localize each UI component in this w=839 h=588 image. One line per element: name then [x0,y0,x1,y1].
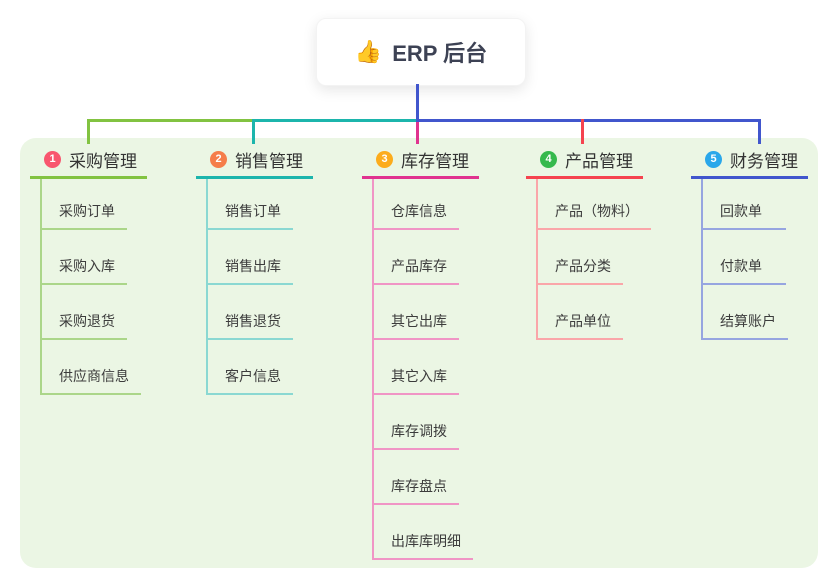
mindmap-leaf-node[interactable]: 产品单位 [538,285,623,340]
branch-items-finance: 回款单付款单结算账户 [701,179,788,340]
mindmap-leaf-node[interactable]: 仓库信息 [374,179,459,230]
mindmap-leaf-node[interactable]: 其它入库 [374,340,459,395]
branch-product: 4 产品管理 产品（物料）产品分类产品单位 [526,147,651,340]
mindmap-leaf-node[interactable]: 采购订单 [42,179,127,230]
branch-purchase: 1 采购管理 采购订单采购入库采购退货供应商信息 [30,147,147,395]
branch-node-product[interactable]: 4 产品管理 [526,147,643,179]
branch-number-badge: 5 [705,150,722,168]
mindmap-leaf-node[interactable]: 产品库存 [374,230,459,285]
root-node[interactable]: 👍 ERP 后台 [316,18,526,86]
mindmap-leaf-node[interactable]: 库存盘点 [374,450,459,505]
connector-drop-branch1 [87,119,90,144]
mindmap-leaf-node[interactable]: 产品分类 [538,230,623,285]
mindmap-leaf-node[interactable]: 采购退货 [42,285,127,340]
connector-drop-branch2 [252,119,255,144]
connector-horizontal-branch5 [416,119,761,122]
mindmap-panel [20,138,818,568]
mindmap-leaf-node[interactable]: 销售出库 [208,230,293,285]
mindmap-leaf-node[interactable]: 产品（物料） [538,179,651,230]
thumbs-up-icon: 👍 [354,39,383,64]
connector-drop-branch3 [416,122,419,144]
branch-title: 库存管理 [401,151,469,171]
connector-drop-branch4 [581,119,584,144]
mindmap-leaf-node[interactable]: 供应商信息 [42,340,141,395]
branch-title: 财务管理 [730,151,798,171]
branch-sales: 2 销售管理 销售订单销售出库销售退货客户信息 [196,147,313,395]
mindmap-leaf-node[interactable]: 客户信息 [208,340,293,395]
mindmap-leaf-node[interactable]: 出库库明细 [374,505,473,560]
branch-title: 销售管理 [235,151,303,171]
branch-finance: 5 财务管理 回款单付款单结算账户 [691,147,808,340]
branch-number-badge: 3 [376,150,393,168]
connector-root-vertical [416,84,419,122]
connector-drop-branch5 [758,119,761,144]
branch-items-inventory: 仓库信息产品库存其它出库其它入库库存调拨库存盘点出库库明细 [372,179,473,560]
mindmap-leaf-node[interactable]: 库存调拨 [374,395,459,450]
branch-items-product: 产品（物料）产品分类产品单位 [536,179,651,340]
branch-node-inventory[interactable]: 3 库存管理 [362,147,479,179]
root-title: ERP 后台 [392,41,488,66]
branch-inventory: 3 库存管理 仓库信息产品库存其它出库其它入库库存调拨库存盘点出库库明细 [362,147,479,560]
mindmap-leaf-node[interactable]: 销售退货 [208,285,293,340]
connector-horizontal-branch2 [254,119,417,122]
branch-number-badge: 4 [540,150,557,168]
connector-horizontal-branch1 [87,119,255,122]
branch-title: 产品管理 [565,151,633,171]
mindmap-leaf-node[interactable]: 回款单 [703,179,786,230]
mindmap-leaf-node[interactable]: 其它出库 [374,285,459,340]
branch-number-badge: 1 [44,150,61,168]
branch-title: 采购管理 [69,151,137,171]
branch-node-purchase[interactable]: 1 采购管理 [30,147,147,179]
branch-node-sales[interactable]: 2 销售管理 [196,147,313,179]
mindmap-leaf-node[interactable]: 结算账户 [703,285,788,340]
branch-items-sales: 销售订单销售出库销售退货客户信息 [206,179,293,395]
mindmap-leaf-node[interactable]: 销售订单 [208,179,293,230]
mindmap-leaf-node[interactable]: 付款单 [703,230,786,285]
branch-node-finance[interactable]: 5 财务管理 [691,147,808,179]
mindmap-leaf-node[interactable]: 采购入库 [42,230,127,285]
branch-items-purchase: 采购订单采购入库采购退货供应商信息 [40,179,141,395]
branch-number-badge: 2 [210,150,227,168]
